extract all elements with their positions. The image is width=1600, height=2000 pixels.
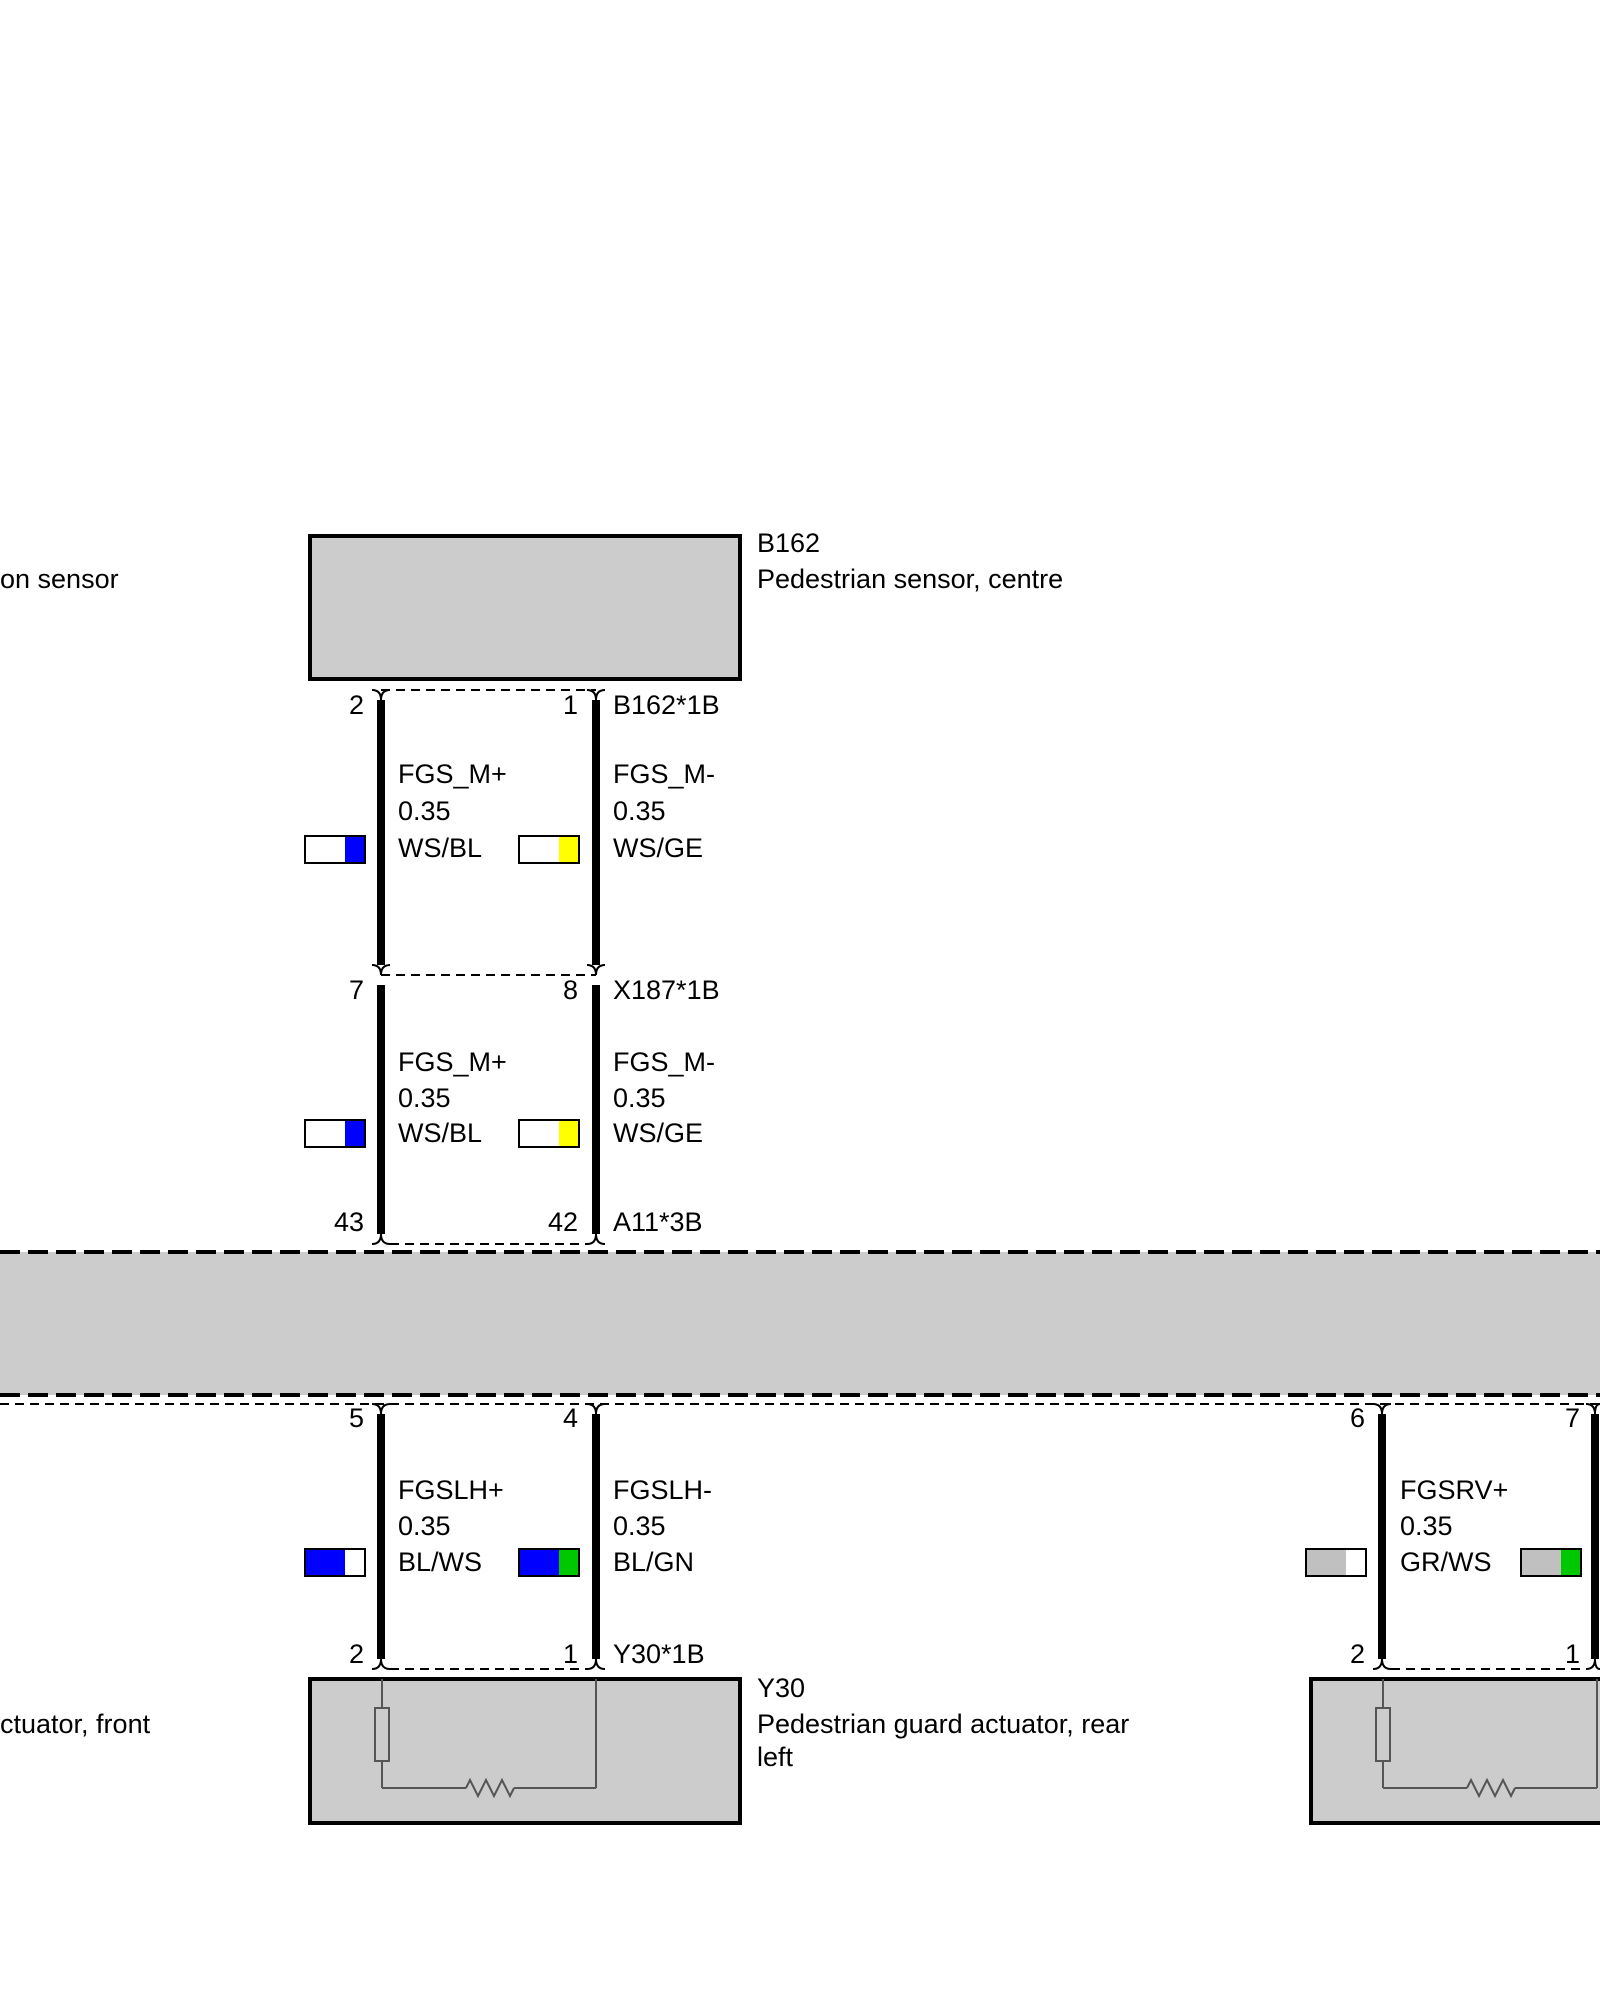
a11-lower-pin-notch xyxy=(1585,1403,1600,1415)
wire-name-label: FGS_M- xyxy=(613,759,715,789)
y30-1b-pin-left: 2 xyxy=(349,1639,364,1669)
wire-color-label: WS/GE xyxy=(613,1118,703,1148)
color-swatch xyxy=(518,1548,580,1577)
rv-conn-pin-right-notch xyxy=(1585,1658,1600,1670)
wire-gauge-label: 0.35 xyxy=(1400,1511,1453,1541)
wire-gauge-label: 0.35 xyxy=(613,1083,666,1113)
a11-3b-connector-code: A11*3B xyxy=(613,1207,703,1237)
wire-gauge-label: 0.35 xyxy=(613,796,666,826)
y30-1b-pin-left-notch xyxy=(371,1658,391,1670)
wire-color-label: WS/GE xyxy=(613,833,703,863)
wire-name-label: FGS_M+ xyxy=(398,759,507,789)
wire-name-label: FGSLH- xyxy=(613,1475,712,1505)
x187-1b-pin-right-notch xyxy=(586,964,606,976)
a11-3b-pin-left-notch xyxy=(371,1233,391,1245)
rv-conn-pin-right: 1 xyxy=(1565,1639,1580,1669)
wire-name-label: FGSLH+ xyxy=(398,1475,504,1505)
b162-desc-label: Pedestrian sensor, centre xyxy=(757,564,1063,594)
y30-desc-label-line1: Pedestrian guard actuator, rear xyxy=(757,1709,1129,1739)
a11-lower-pin-label: 4 xyxy=(563,1403,578,1433)
y30-1b-connector-code: Y30*1B xyxy=(613,1639,705,1669)
left-sensor-fragment-label: on sensor xyxy=(0,564,119,594)
y30-desc-label-line2: left xyxy=(757,1742,794,1772)
wire-gauge-label: 0.35 xyxy=(398,796,451,826)
wire-color-label: GR/WS xyxy=(1400,1547,1492,1577)
b162-1b-pin-left-notch xyxy=(371,689,391,701)
wire-name-label: FGS_M+ xyxy=(398,1047,507,1077)
y30-internal-circuit xyxy=(374,1679,597,1799)
a11-control-unit-box[interactable] xyxy=(0,1252,1600,1395)
color-swatch xyxy=(304,1548,366,1577)
wire-gauge-label: 0.35 xyxy=(398,1083,451,1113)
right-actuator-internal-circuit xyxy=(1375,1679,1598,1799)
wire-color-label: WS/BL xyxy=(398,1118,482,1148)
b162-1b-pin-left: 2 xyxy=(349,690,364,720)
color-swatch xyxy=(1305,1548,1367,1577)
x187-1b-pin-right: 8 xyxy=(563,975,578,1005)
b162-1b-pin-right: 1 xyxy=(563,690,578,720)
b162-component-box[interactable] xyxy=(308,534,742,681)
wire-color-label: BL/WS xyxy=(398,1547,482,1577)
a11-lower-pin-label: 5 xyxy=(349,1403,364,1433)
x187-1b-pin-left-notch xyxy=(371,964,391,976)
rv-conn-pin-left-notch xyxy=(1372,1658,1392,1670)
x187-1b-connector-code: X187*1B xyxy=(613,975,720,1005)
y30-1b-pin-right-notch xyxy=(586,1658,606,1670)
b162-1b-pin-right-notch xyxy=(586,689,606,701)
color-swatch xyxy=(518,835,580,864)
b162-id-label: B162 xyxy=(757,528,820,558)
a11-lower-pin-notch xyxy=(371,1403,391,1415)
wire-color-label: BL/GN xyxy=(613,1547,694,1577)
wire-gauge-label: 0.35 xyxy=(398,1511,451,1541)
a11-3b-pin-right: 42 xyxy=(548,1207,578,1237)
y30-1b-pin-right: 1 xyxy=(563,1639,578,1669)
right-actuator-component-box[interactable] xyxy=(1309,1677,1600,1825)
b162-1b-connector-code: B162*1B xyxy=(613,690,720,720)
wire-name-label: FGS_M- xyxy=(613,1047,715,1077)
wire-color-label: WS/BL xyxy=(398,833,482,863)
color-swatch xyxy=(304,1119,366,1148)
wire-name-label: FGSRV+ xyxy=(1400,1475,1508,1505)
a11-lower-pin-label: 6 xyxy=(1350,1403,1365,1433)
a11-3b-pin-right-notch xyxy=(586,1233,606,1245)
y30-id-label: Y30 xyxy=(757,1673,805,1703)
a11-lower-pin-label: 7 xyxy=(1565,1403,1580,1433)
left-actuator-fragment-label: ctuator, front xyxy=(0,1709,151,1739)
color-swatch xyxy=(518,1119,580,1148)
a11-lower-pin-notch xyxy=(586,1403,606,1415)
a11-lower-pin-notch xyxy=(1372,1403,1392,1415)
a11-3b-pin-left: 43 xyxy=(334,1207,364,1237)
rv-conn-pin-left: 2 xyxy=(1350,1639,1365,1669)
color-swatch xyxy=(1520,1548,1582,1577)
x187-1b-pin-left: 7 xyxy=(349,975,364,1005)
color-swatch xyxy=(304,835,366,864)
wire-gauge-label: 0.35 xyxy=(613,1511,666,1541)
